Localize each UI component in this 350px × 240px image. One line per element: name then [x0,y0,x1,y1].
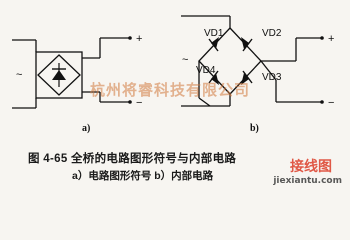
b-minus-join [198,97,211,107]
diode-vd3 [241,70,253,85]
subfigure-b-label: b) [250,123,259,134]
terminal-dot-plus-a [128,36,132,40]
b-minus-link [260,60,277,81]
terminal-minus-a: − [136,97,142,109]
label-vd2: VD2 [262,28,282,39]
terminal-minus-b: − [328,97,334,109]
terminal-plus-b: + [328,33,334,45]
diode-vd1 [208,37,219,52]
terminal-plus-a: + [136,33,142,45]
figure-page: + − ~ a) [12,15,342,186]
diode-vd2 [241,37,253,52]
figure-subcaption: a）电路图形符号 b）内部电路 [72,170,214,182]
bridge-square [35,51,83,99]
bridge-diamond [37,54,81,96]
terminal-dot-plus-b [320,36,324,40]
terminal-dot-minus-b [320,100,324,104]
ac-symbol-a: ~ [16,69,22,81]
figure-caption: 图 4-65 全桥的电路图形符号与内部电路 [28,153,237,165]
label-vd4: VD4 [196,65,216,76]
subfigure-a-label: a) [82,123,90,134]
diode-vd4 [208,70,219,85]
label-vd3: VD3 [262,72,282,83]
b-bridge-diamond [198,27,262,95]
circuit-diagram: + − ~ a) [12,15,334,134]
watermark-company: 杭州将睿科技有限公司 [90,81,251,99]
ac-symbol-b: ~ [182,54,188,66]
label-vd1: VD1 [204,28,224,39]
watermark-url: jiexiantu.com [273,176,342,186]
watermark-logo: 接线图 [290,159,332,175]
diode-symbol-a [52,63,66,87]
terminal-dot-minus-a [128,100,132,104]
